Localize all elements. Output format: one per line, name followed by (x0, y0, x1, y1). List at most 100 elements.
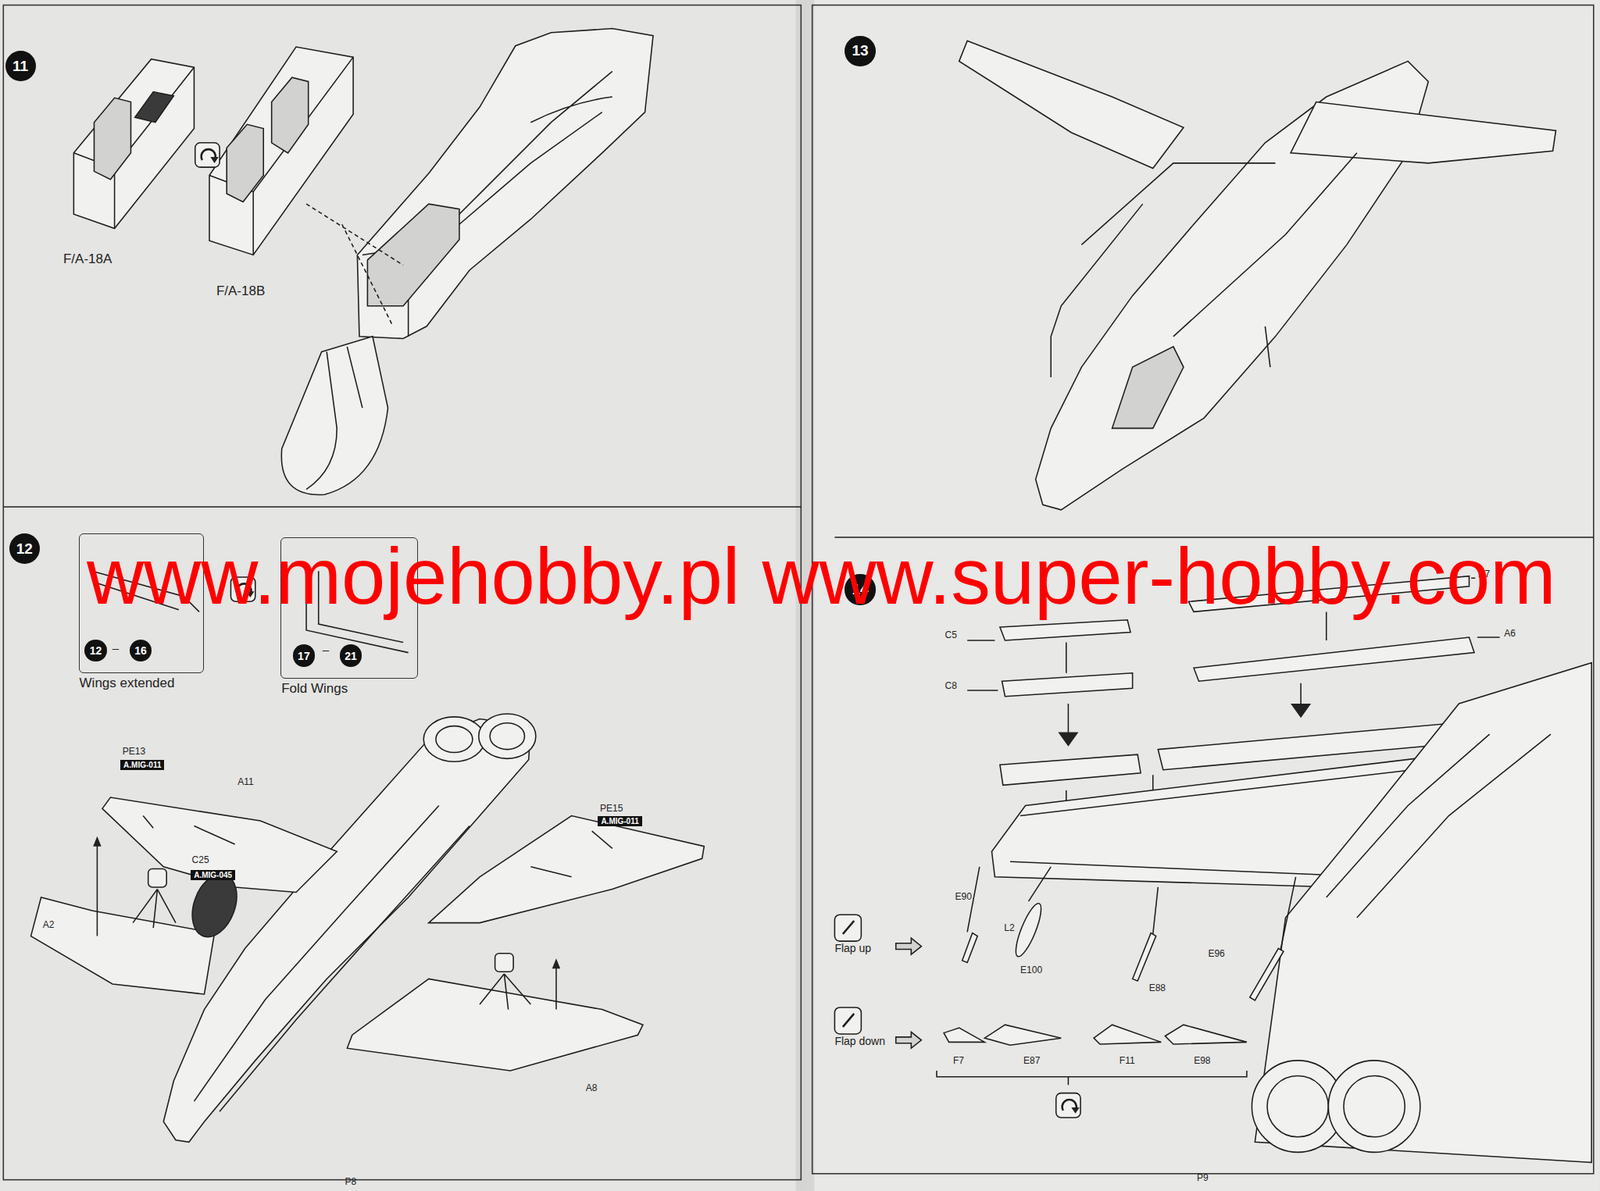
instrument-panel (135, 92, 175, 123)
part-number: L2 (1003, 923, 1015, 934)
part-number: A2 (42, 920, 55, 931)
fuselage-panel-line (1060, 153, 1358, 337)
range-dash: – (322, 643, 329, 658)
nose-cone (281, 336, 388, 496)
engine-nozzle (1343, 1075, 1405, 1137)
cockpit-tub-edge (73, 67, 194, 229)
step-range-number: 17 (292, 644, 316, 668)
alternative-icon (195, 142, 220, 168)
part-number: PE13 (122, 746, 146, 758)
alternative-icon (1056, 1093, 1081, 1118)
cockpit-opening (367, 203, 460, 307)
step-number-text: 21 (344, 650, 358, 663)
flap-part (1002, 673, 1133, 697)
step-range-number: 16 (129, 639, 153, 663)
variant-label: F/A-18B (216, 284, 265, 300)
ejection-seat (93, 97, 131, 179)
step-number-text: 12 (89, 644, 103, 658)
arrow-head (1057, 703, 1311, 747)
wing (959, 40, 1184, 168)
nose-cone-line (306, 346, 363, 490)
flap-hinge (962, 933, 979, 964)
part-number: E87 (1023, 1056, 1040, 1067)
paint-code-tag: A.MIG-045 (190, 870, 236, 881)
flap-down-part (1093, 1025, 1161, 1045)
engine-nozzle (478, 714, 536, 759)
step-number-text: 12 (16, 540, 33, 558)
step-range-number: 21 (339, 644, 363, 668)
step-number-text: 11 (12, 57, 29, 75)
wing-upper (428, 816, 705, 924)
part-number: PE15 (600, 803, 623, 815)
flap-part (1193, 637, 1475, 682)
part-number: C5 (944, 630, 957, 641)
engine-nozzle (489, 723, 525, 750)
option-heading: Wings extended (79, 675, 175, 692)
part-number: F11 (1119, 1056, 1136, 1067)
fuselage-panel-line (362, 71, 613, 336)
wing-lower (31, 897, 215, 995)
cockpit-tub-edge (209, 57, 354, 255)
direction-arrow (896, 938, 922, 1049)
flap-part (1000, 620, 1131, 641)
flap-down-part (984, 1025, 1061, 1046)
fuselage-panel-line (1326, 734, 1551, 918)
rear-fuselage (1254, 663, 1592, 1164)
bracket (936, 1071, 1247, 1086)
variant-label: F/A-18A (63, 252, 112, 268)
engine-nozzle (1267, 1075, 1329, 1137)
flap-hinge (1250, 948, 1284, 1001)
glue-icon (495, 953, 515, 973)
part-number: E96 (1207, 949, 1225, 960)
paint-code: A.MIG-011 (123, 760, 161, 770)
step-number: 11 (5, 50, 36, 82)
cockpit-tub (209, 46, 354, 255)
step-number: 13 (844, 35, 875, 67)
part-number: A6 (1503, 628, 1516, 640)
watermark: www.mojehobby.pl www.super-hobby.com (86, 532, 1557, 620)
option-heading: Fold Wings (281, 681, 348, 697)
alternative-icon (1071, 1107, 1079, 1115)
flap-assembly (1000, 754, 1141, 786)
page-number: P8 (344, 1177, 357, 1188)
part-number: E100 (1020, 965, 1043, 976)
part-number: F7 (953, 1056, 965, 1067)
flap-down-part (943, 1028, 985, 1043)
part-number: C8 (944, 681, 957, 692)
cockpit (1112, 346, 1184, 429)
fuselage (163, 718, 531, 1143)
part-number: A11 (237, 777, 254, 788)
option-label: Flap down (834, 1035, 886, 1048)
part-number: E90 (955, 892, 972, 903)
forward-fuselage (357, 28, 654, 340)
paint-code-tag: A.MIG-011 (597, 816, 642, 827)
wing-detail (142, 816, 236, 846)
flap-hinge (1132, 933, 1157, 982)
flap-position-icon (842, 921, 854, 1028)
engine-nozzle (423, 717, 485, 762)
painted-part (184, 867, 246, 943)
part-number: C25 (192, 855, 210, 866)
step-number-text: 16 (134, 644, 147, 658)
wing (1290, 102, 1556, 164)
option-label: Flap up (834, 942, 872, 955)
part-number: E98 (1193, 1056, 1211, 1067)
step-divider (3, 506, 801, 508)
engine-nozzle (1328, 1060, 1421, 1154)
wing-detail (530, 831, 612, 878)
wing-lower (346, 978, 643, 1072)
guide-line (306, 203, 404, 327)
glue-point-line (132, 889, 531, 1011)
leader-line (967, 867, 1296, 951)
assembly-arrow (96, 841, 557, 1010)
ejection-seat (226, 124, 264, 202)
engine-nozzle (435, 726, 473, 754)
landing-gear (1050, 306, 1271, 378)
flap-down-part (1164, 1025, 1247, 1045)
paint-code: A.MIG-011 (600, 817, 639, 826)
glue-icon (148, 868, 168, 888)
paint-code: A.MIG-045 (193, 871, 233, 880)
ejection-seat (271, 77, 309, 154)
step-number-text: 13 (851, 42, 868, 60)
page-number: P9 (1196, 1173, 1209, 1184)
